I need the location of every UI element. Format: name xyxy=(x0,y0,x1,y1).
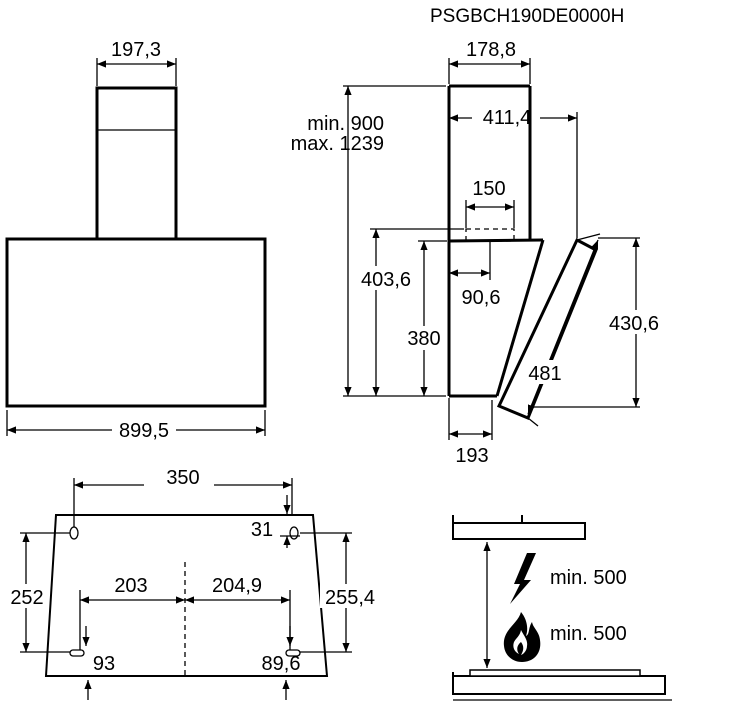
lightning-icon xyxy=(510,553,536,604)
bottom-depth-label: 193 xyxy=(455,445,488,467)
wall-height-label: 380 xyxy=(407,328,440,350)
right-bottom-label: 89,6 xyxy=(262,653,301,675)
total-depth-label: 411,4 xyxy=(483,107,532,129)
chimney xyxy=(95,86,178,241)
right-height-label: 255,4 xyxy=(325,587,375,609)
chimney-width-label: 197,3 xyxy=(111,39,161,61)
canopy-height-label: 403,6 xyxy=(361,269,411,291)
flame-icon xyxy=(503,612,541,662)
top-left-hole xyxy=(69,526,79,540)
outlet-width-label: 150 xyxy=(472,178,505,200)
left-bottom-label: 93 xyxy=(93,653,115,675)
model-code: PSGBCH190DE0000H xyxy=(430,6,624,27)
left-center-label: 203 xyxy=(114,575,147,597)
clearance-view: min. 500 min. 500 xyxy=(452,515,672,701)
top-hole-spacing-label: 350 xyxy=(166,467,199,489)
mounting-view: 350 31 252 255,4 203 204,9 93 8 xyxy=(4,467,382,700)
hood-body xyxy=(5,237,267,408)
clearance-hood xyxy=(452,522,586,540)
chimney-max-label: max. 1239 xyxy=(291,133,384,155)
hood-width-label: 899,5 xyxy=(119,420,169,442)
clearance-hob xyxy=(452,675,666,695)
chimney-depth-label: 178,8 xyxy=(466,39,516,61)
panel-height-label: 430,6 xyxy=(609,313,659,335)
electric-clearance-label: min. 500 xyxy=(550,567,627,589)
bottom-left-slot xyxy=(69,649,85,657)
panel-length-label: 481 xyxy=(528,363,561,385)
mounting-template xyxy=(44,514,329,677)
top-right-hole xyxy=(289,526,299,540)
bottom-right-slot xyxy=(285,649,301,657)
side-view: 178,8 min. 900 max. 1239 411,4 150 90,6 … xyxy=(291,39,664,467)
top-hole-offset-label: 31 xyxy=(251,519,273,541)
glass-panel xyxy=(496,237,598,420)
front-view: 197,3 899,5 xyxy=(5,39,267,442)
hob-top xyxy=(469,669,641,677)
outlet-offset-label: 90,6 xyxy=(462,287,501,309)
right-center-label: 204,9 xyxy=(212,575,262,597)
left-height-label: 252 xyxy=(10,587,43,609)
chimney-min-label: min. 900 xyxy=(307,113,384,135)
gas-clearance-label: min. 500 xyxy=(550,623,627,645)
